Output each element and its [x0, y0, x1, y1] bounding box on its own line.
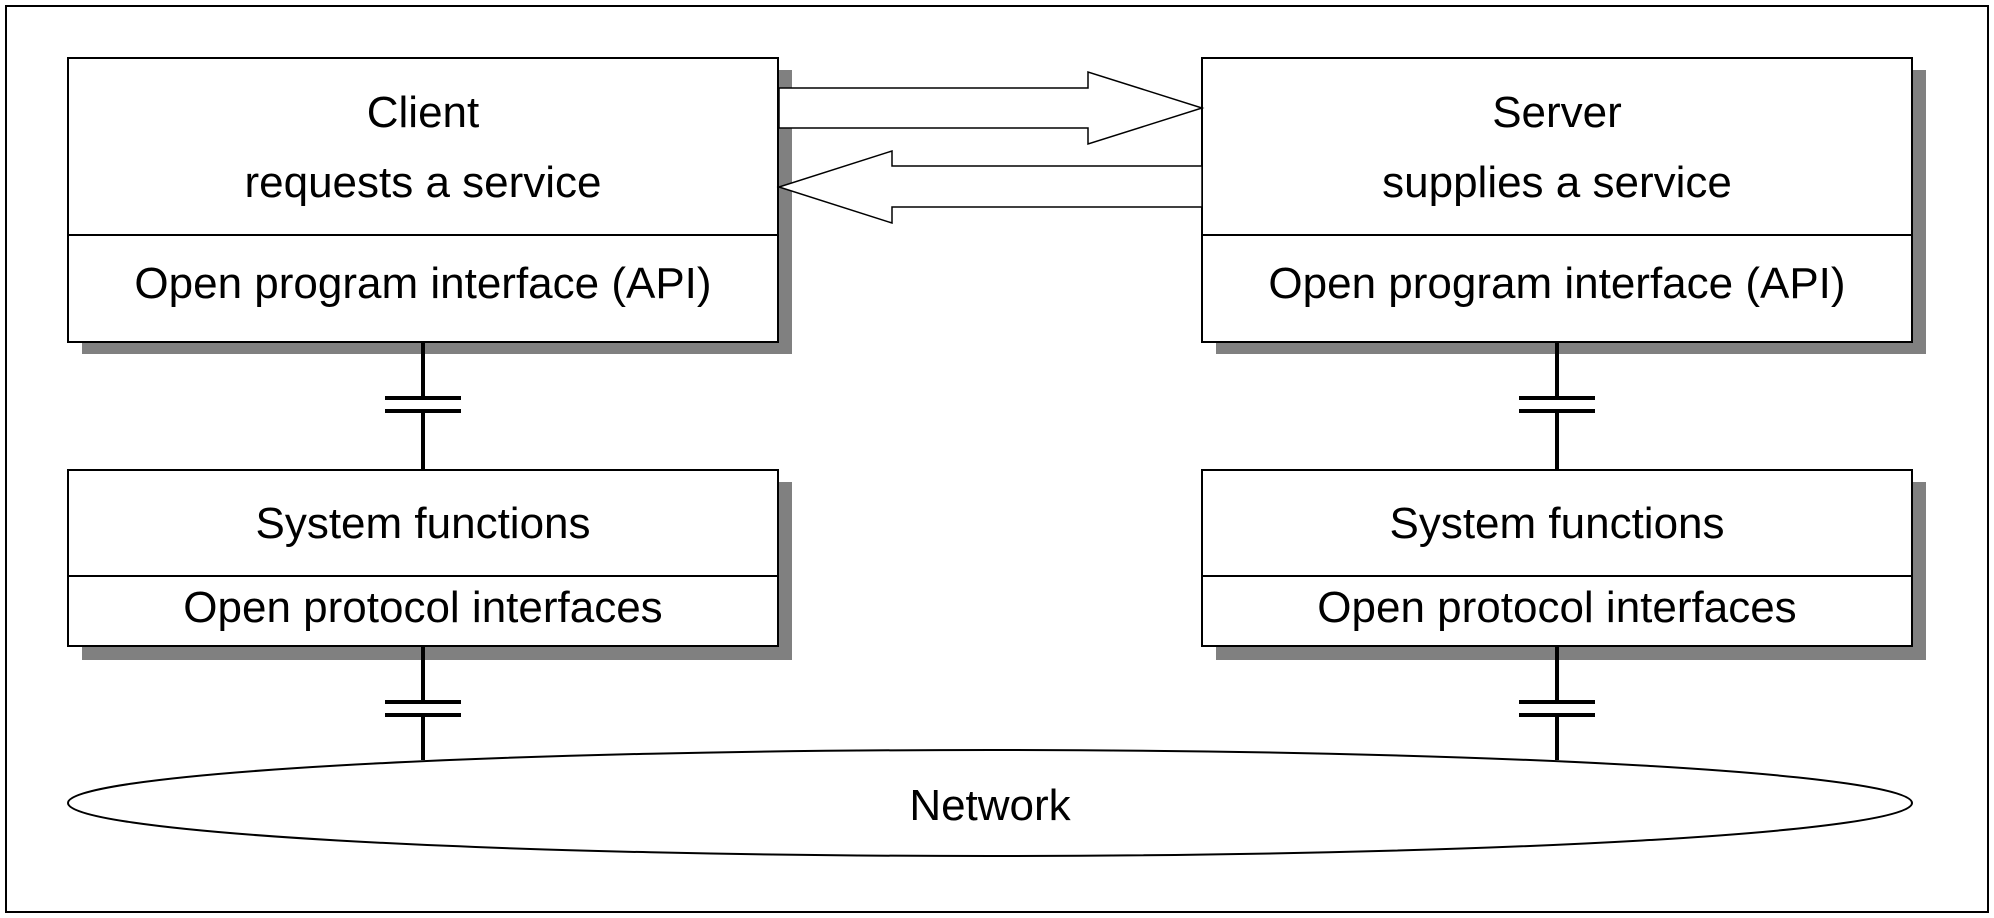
- client-protocol-label: Open protocol interfaces: [183, 583, 662, 632]
- client-title: Client: [367, 88, 480, 137]
- client-api-connector: [385, 342, 461, 470]
- request-arrow: [778, 70, 1205, 146]
- client-subtitle: requests a service: [244, 158, 601, 207]
- server-api-label: Open program interface (API): [1268, 259, 1845, 308]
- server-box-frame: [1201, 57, 1913, 343]
- response-arrow: [776, 149, 1203, 225]
- server-box: Server supplies a service Open program i…: [1201, 57, 1926, 354]
- server-system-label: System functions: [1389, 499, 1724, 548]
- client-system-box: System functions Open protocol interface…: [67, 469, 792, 660]
- client-box: Client requests a service Open program i…: [67, 57, 792, 354]
- server-subtitle: supplies a service: [1382, 158, 1732, 207]
- client-network-connector: [385, 646, 461, 760]
- server-protocol-label: Open protocol interfaces: [1317, 583, 1796, 632]
- server-api-connector: [1519, 342, 1595, 470]
- server-system-box-frame: [1201, 469, 1913, 647]
- client-system-box-frame: [67, 469, 779, 647]
- client-api-label: Open program interface (API): [134, 259, 711, 308]
- network-ellipse: [67, 749, 1913, 857]
- server-network-connector: [1519, 646, 1595, 760]
- server-system-box: System functions Open protocol interface…: [1201, 469, 1926, 660]
- client-box-frame: [67, 57, 779, 343]
- network-label: Network: [909, 781, 1071, 830]
- server-title: Server: [1492, 88, 1622, 137]
- client-system-label: System functions: [255, 499, 590, 548]
- diagram-frame: [5, 5, 1989, 913]
